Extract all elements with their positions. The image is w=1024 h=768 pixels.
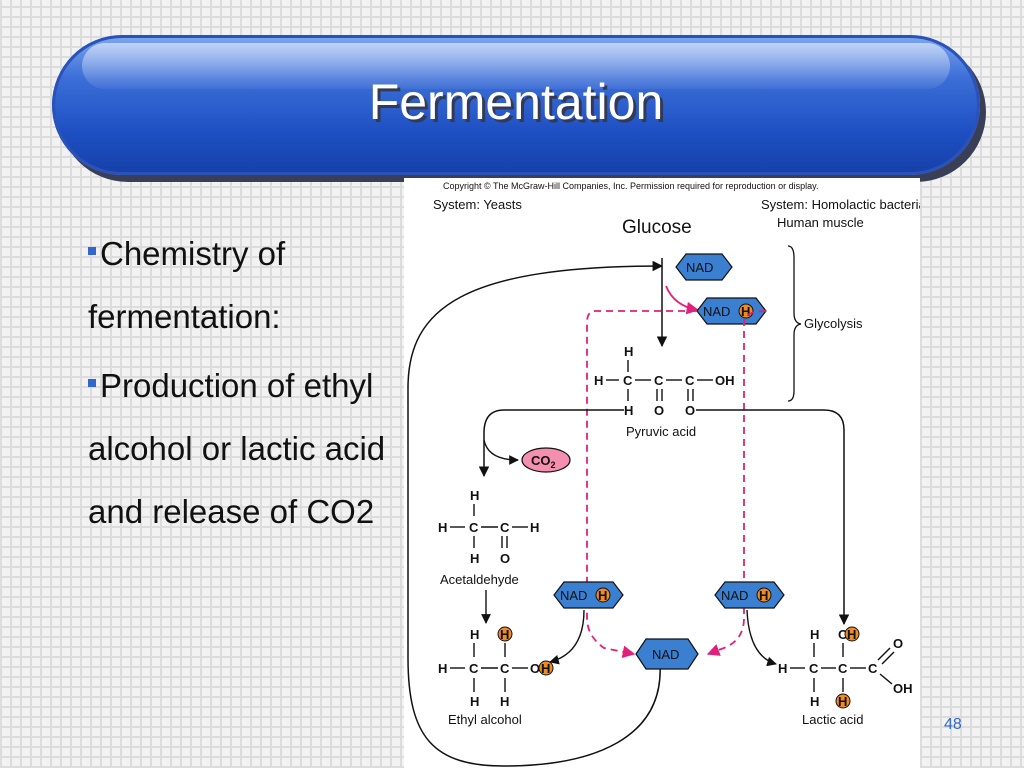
nad-label: NAD bbox=[652, 647, 679, 662]
ethyl-alcohol-structure: H H H C C O H H H bbox=[438, 626, 554, 709]
glycolysis-label: Glycolysis bbox=[804, 316, 863, 331]
nadh-nad-label: NAD bbox=[703, 304, 730, 319]
system-yeasts-label: System: Yeasts bbox=[433, 197, 522, 212]
nadh-to-nad-dashed-left bbox=[586, 310, 697, 658]
co2-label: CO2 bbox=[531, 453, 556, 470]
nadh-donation-arrow-right bbox=[746, 609, 777, 667]
system-muscle-label: Human muscle bbox=[777, 215, 864, 230]
atom-h: H bbox=[500, 627, 509, 642]
h-circle-icon bbox=[756, 587, 772, 603]
atom-o: O bbox=[893, 636, 903, 651]
nadh-donation-arrow-left bbox=[549, 609, 585, 665]
page-number: 48 bbox=[944, 716, 962, 733]
acetaldehyde-structure: H H C C H H O bbox=[438, 488, 539, 566]
glucose-label: Glucose bbox=[622, 217, 692, 238]
atom-h: H bbox=[530, 520, 539, 535]
nad-hexagon-top bbox=[675, 253, 733, 281]
atom-h: H bbox=[624, 403, 633, 418]
square-bullet-icon bbox=[88, 247, 96, 255]
nadh-nad-label: NAD bbox=[721, 588, 748, 603]
h-label: H bbox=[598, 588, 607, 603]
ethyl-alcohol-label: Ethyl alcohol bbox=[448, 712, 522, 727]
atom-c: C bbox=[500, 661, 510, 676]
atom-h: H bbox=[624, 344, 633, 359]
branch-to-lactic-arrow bbox=[696, 409, 850, 626]
atom-h: H bbox=[438, 520, 447, 535]
atom-h: H bbox=[810, 627, 819, 642]
branch-to-yeast-arrow bbox=[478, 409, 624, 478]
bullet-text: Chemistry of fermentation: bbox=[88, 235, 286, 335]
nad-reduction-arrow bbox=[665, 285, 700, 315]
h-circle-icon bbox=[835, 693, 851, 709]
atom-oh: OH bbox=[893, 681, 913, 696]
pyruvic-acid-label: Pyruvic acid bbox=[626, 424, 696, 439]
lactic-acid-label: Lactic acid bbox=[802, 712, 863, 727]
atom-c: C bbox=[623, 373, 633, 388]
atom-h: H bbox=[847, 627, 856, 642]
pyruvic-acid-structure: H H C C C OH H O O bbox=[594, 344, 735, 418]
nadh-to-nad-dashed-right bbox=[706, 310, 767, 656]
nad-label: NAD bbox=[686, 260, 713, 275]
atom-c: C bbox=[838, 661, 848, 676]
bullet-item: Chemistry of fermentation: bbox=[88, 222, 388, 348]
h-circle-icon bbox=[595, 587, 611, 603]
title-gloss bbox=[82, 43, 950, 89]
atom-h: H bbox=[470, 551, 479, 566]
h-circle-icon bbox=[844, 626, 860, 642]
atom-h: H bbox=[500, 694, 509, 709]
fermentation-diagram: Copyright © The McGraw-Hill Companies, I… bbox=[404, 178, 920, 768]
h-circle-icon bbox=[497, 626, 513, 642]
atom-h: H bbox=[541, 661, 550, 676]
atom-h: H bbox=[838, 694, 847, 709]
atom-h: H bbox=[438, 661, 447, 676]
atom-h: H bbox=[470, 627, 479, 642]
atom-c: C bbox=[500, 520, 510, 535]
slide-title: Fermentation bbox=[368, 74, 664, 130]
atom-c: C bbox=[685, 373, 695, 388]
atom-oh: OH bbox=[715, 373, 735, 388]
bullet-item: Production of ethyl alcohol or lactic ac… bbox=[88, 354, 388, 543]
h-label: H bbox=[759, 588, 768, 603]
lactic-acid-structure: H O H H C C C O OH H H bbox=[778, 626, 913, 709]
copyright-text: Copyright © The McGraw-Hill Companies, I… bbox=[443, 181, 818, 191]
atom-c: C bbox=[469, 520, 479, 535]
nadh-nad-label: NAD bbox=[560, 588, 587, 603]
system-bacteria-label: System: Homolactic bacteria; bbox=[761, 197, 920, 212]
atom-o: O bbox=[685, 403, 695, 418]
diagram-svg: Copyright © The McGraw-Hill Companies, I… bbox=[407, 181, 920, 767]
atom-c: C bbox=[469, 661, 479, 676]
nad-hexagon-center bbox=[635, 638, 699, 670]
bullet-text: Production of ethyl alcohol or lactic ac… bbox=[88, 367, 386, 530]
acetaldehyde-label: Acetaldehyde bbox=[440, 572, 519, 587]
atom-h: H bbox=[778, 661, 787, 676]
square-bullet-icon bbox=[88, 379, 96, 387]
h-label: H bbox=[741, 304, 750, 319]
atom-h: H bbox=[470, 488, 479, 503]
atom-h: H bbox=[594, 373, 603, 388]
co2-release-arrow bbox=[483, 439, 519, 465]
atom-h: H bbox=[810, 694, 819, 709]
atom-o: O bbox=[838, 627, 848, 642]
title-banner: Fermentation bbox=[52, 35, 980, 175]
nad-recycle-loop bbox=[407, 260, 664, 767]
atom-o: O bbox=[530, 661, 540, 676]
atom-o: O bbox=[500, 551, 510, 566]
atom-c: C bbox=[809, 661, 819, 676]
atom-c: C bbox=[868, 661, 878, 676]
atom-c: C bbox=[654, 373, 664, 388]
h-circle-icon bbox=[538, 660, 554, 676]
atom-h: H bbox=[470, 694, 479, 709]
co2-bubble bbox=[521, 447, 571, 473]
bullet-list: Chemistry of fermentation: Production of… bbox=[88, 222, 388, 549]
glycolysis-brace bbox=[787, 245, 802, 402]
atom-o: O bbox=[654, 403, 664, 418]
